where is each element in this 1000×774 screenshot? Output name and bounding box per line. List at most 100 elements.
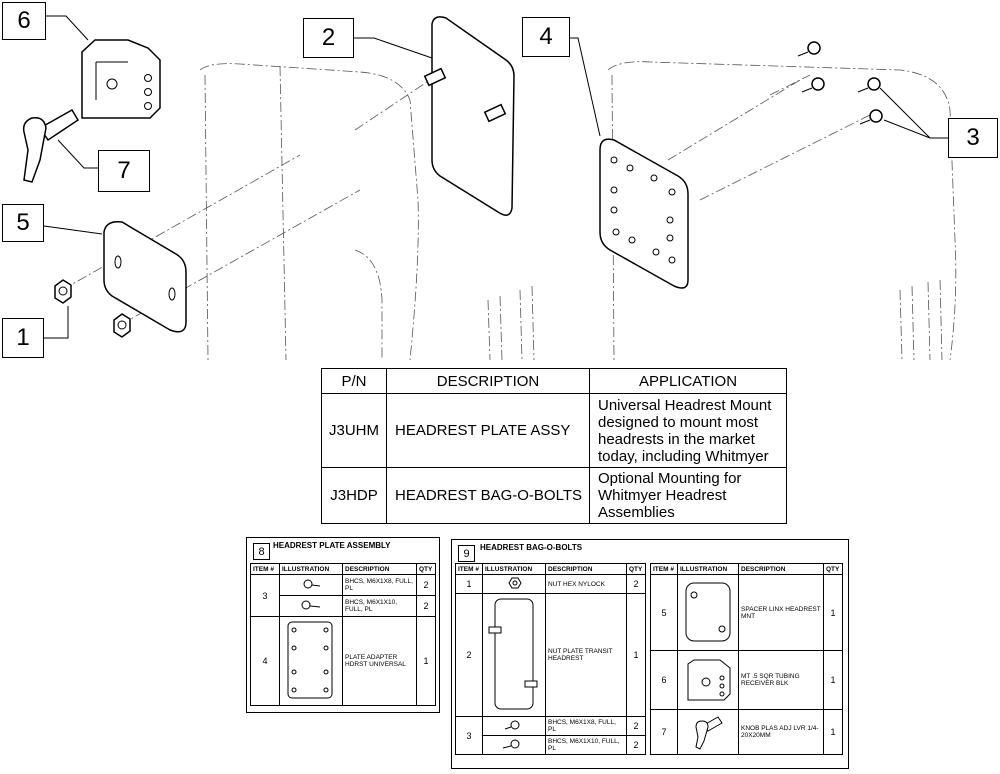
phantom-backrest-right — [607, 61, 957, 361]
cell-description: SPACER LINX HEADREST MNT — [738, 574, 824, 651]
header-qty: QTY — [823, 563, 843, 575]
cell-pn: J3UHM — [321, 393, 387, 468]
table-row: 6 MT .5 SQR TUBING RECEIVER BLK 1 — [650, 650, 843, 710]
header-description: DESCRIPTION — [342, 563, 417, 575]
cell-description: PLATE ADAPTER HDRST UNIVERSAL — [342, 616, 417, 706]
cell-application: Optional Mounting for Whitmyer Headrest … — [589, 467, 787, 524]
cell-item: 6 — [650, 650, 678, 710]
spacer-icon — [677, 574, 739, 651]
table-row: J3HDP HEADREST BAG-O-BOLTS Optional Moun… — [321, 467, 787, 524]
hex-nut-icon — [482, 574, 546, 594]
header-description: DESCRIPTION — [545, 563, 627, 575]
panel-table-header: ITEM # ILLUSTRATION DESCRIPTION QTY — [250, 563, 436, 575]
cell-description: HEADREST PLATE ASSY — [386, 393, 590, 468]
screw-icon — [279, 574, 343, 596]
screw-icon — [482, 735, 546, 755]
panel-table-header: ITEM # ILLUSTRATION DESCRIPTION QTY — [650, 563, 843, 575]
table-row: J3UHM HEADREST PLATE ASSY Universal Head… — [321, 393, 787, 468]
cell-item: 1 — [455, 574, 483, 594]
receiver-block-illustration — [81, 39, 161, 119]
parts-table-header: P/N DESCRIPTION APPLICATION — [321, 368, 787, 394]
panel-8-table: ITEM # ILLUSTRATION DESCRIPTION QTY 3 BH… — [250, 563, 436, 706]
panel-9-right-table: ITEM # ILLUSTRATION DESCRIPTION QTY 5 SP… — [650, 563, 843, 755]
cell-description: BHCS, M6X1X10, FULL, PL — [342, 595, 417, 617]
phantom-backrest-left — [199, 63, 535, 361]
cell-description: BHCS, M6X1X10, FULL, PL — [545, 735, 627, 755]
adapter-plate-icon — [279, 616, 343, 706]
knob-lever-icon — [677, 709, 739, 755]
table-row: BHCS, M6X1X10, FULL, PL 2 — [251, 595, 436, 617]
table-row: 4 PLATE ADAPTER HDRST UNIVERSAL 1 — [250, 616, 436, 706]
callout-3: 3 — [948, 118, 998, 158]
cell-item: 7 — [650, 709, 678, 755]
table-row: 3 BHCS, M6X1X8, FULL, PL 2 — [250, 574, 436, 617]
cell-qty: 2 — [626, 716, 646, 736]
screw-icon — [279, 595, 343, 617]
callout-5: 5 — [2, 204, 44, 242]
panel-headrest-bag-o-bolts: 9 HEADREST BAG-O-BOLTS ITEM # ILLUSTRATI… — [451, 539, 849, 769]
cell-description: BHCS, M6X1X8, FULL, PL — [545, 716, 627, 736]
hex-nut-illustrations — [54, 279, 131, 338]
callout-2: 2 — [303, 18, 354, 58]
callout-7: 7 — [98, 150, 150, 192]
header-qty: QTY — [416, 563, 436, 575]
panel-9-left-table: ITEM # ILLUSTRATION DESCRIPTION QTY 1 NU… — [455, 563, 646, 755]
cell-description: BHCS, M6X1X8, FULL, PL — [342, 574, 417, 596]
header-description: DESCRIPTION — [738, 563, 824, 575]
header-qty: QTY — [626, 563, 646, 575]
panel-number: 9 — [458, 545, 475, 562]
header-description: DESCRIPTION — [386, 368, 590, 394]
callout-6: 6 — [2, 2, 46, 40]
header-item: ITEM # — [650, 563, 678, 575]
table-row: 3 BHCS, M6X1X8, FULL, PL 2 — [455, 716, 646, 755]
panel-table-header: ITEM # ILLUSTRATION DESCRIPTION QTY — [455, 563, 646, 575]
callout-4: 4 — [522, 17, 570, 57]
screw-illustrations — [797, 41, 883, 125]
table-row: 7 KNOB PLAS ADJ LVR 1/4-20X20MM 1 — [650, 709, 843, 755]
cell-qty: 1 — [823, 574, 843, 651]
panel-number: 8 — [253, 543, 270, 560]
cell-qty: 2 — [626, 735, 646, 755]
cell-qty: 1 — [823, 650, 843, 710]
header-item: ITEM # — [455, 563, 483, 575]
table-row: 5 SPACER LINX HEADREST MNT 1 — [650, 574, 843, 651]
exploded-view-drawing — [22, 15, 957, 361]
callout-1: 1 — [2, 318, 44, 358]
cell-application: Universal Headrest Mount designed to mou… — [589, 393, 787, 468]
header-application: APPLICATION — [589, 368, 787, 394]
cell-item: 3 — [455, 716, 483, 755]
nut-plate-icon — [482, 593, 546, 717]
receiver-block-icon — [677, 650, 739, 710]
header-illustration: ILLUSTRATION — [279, 563, 343, 575]
cell-pn: J3HDP — [321, 467, 387, 524]
table-row: BHCS, M6X1X10, FULL, PL 2 — [456, 735, 646, 755]
table-row: 2 NUT PLATE TRANSIT HEADREST 1 — [455, 593, 646, 717]
table-row: 1 NUT HEX NYLOCK 2 — [455, 574, 646, 594]
cell-qty: 1 — [626, 593, 646, 717]
panel-title: HEADREST BAG-O-BOLTS — [480, 543, 583, 552]
cell-description: KNOB PLAS ADJ LVR 1/4-20X20MM — [738, 709, 824, 755]
cell-qty: 2 — [416, 595, 436, 617]
panel-headrest-plate-assembly: 8 HEADREST PLATE ASSEMBLY ITEM # ILLUSTR… — [246, 537, 440, 713]
callout-leader-lines — [43, 15, 948, 339]
cell-description: NUT HEX NYLOCK — [545, 574, 627, 594]
cell-item: 4 — [250, 616, 280, 706]
cell-qty: 1 — [823, 709, 843, 755]
cell-qty: 2 — [416, 574, 436, 596]
header-pn: P/N — [321, 368, 387, 394]
cell-qty: 1 — [416, 616, 436, 706]
cell-description: HEADREST BAG-O-BOLTS — [386, 467, 590, 524]
cell-item: 5 — [650, 574, 678, 651]
header-illustration: ILLUSTRATION — [677, 563, 739, 575]
panel-title: HEADREST PLATE ASSEMBLY — [273, 541, 391, 550]
nut-plate-illustration — [423, 16, 515, 216]
header-illustration: ILLUSTRATION — [482, 563, 546, 575]
spacer-illustration — [103, 220, 187, 333]
cell-item: 2 — [455, 593, 483, 717]
header-item: ITEM # — [250, 563, 280, 575]
parts-table: P/N DESCRIPTION APPLICATION J3UHM HEADRE… — [321, 368, 787, 524]
screw-icon — [482, 716, 546, 736]
cell-description: MT .5 SQR TUBING RECEIVER BLK — [738, 650, 824, 710]
cell-item: 3 — [250, 574, 280, 617]
cell-qty: 2 — [626, 574, 646, 594]
